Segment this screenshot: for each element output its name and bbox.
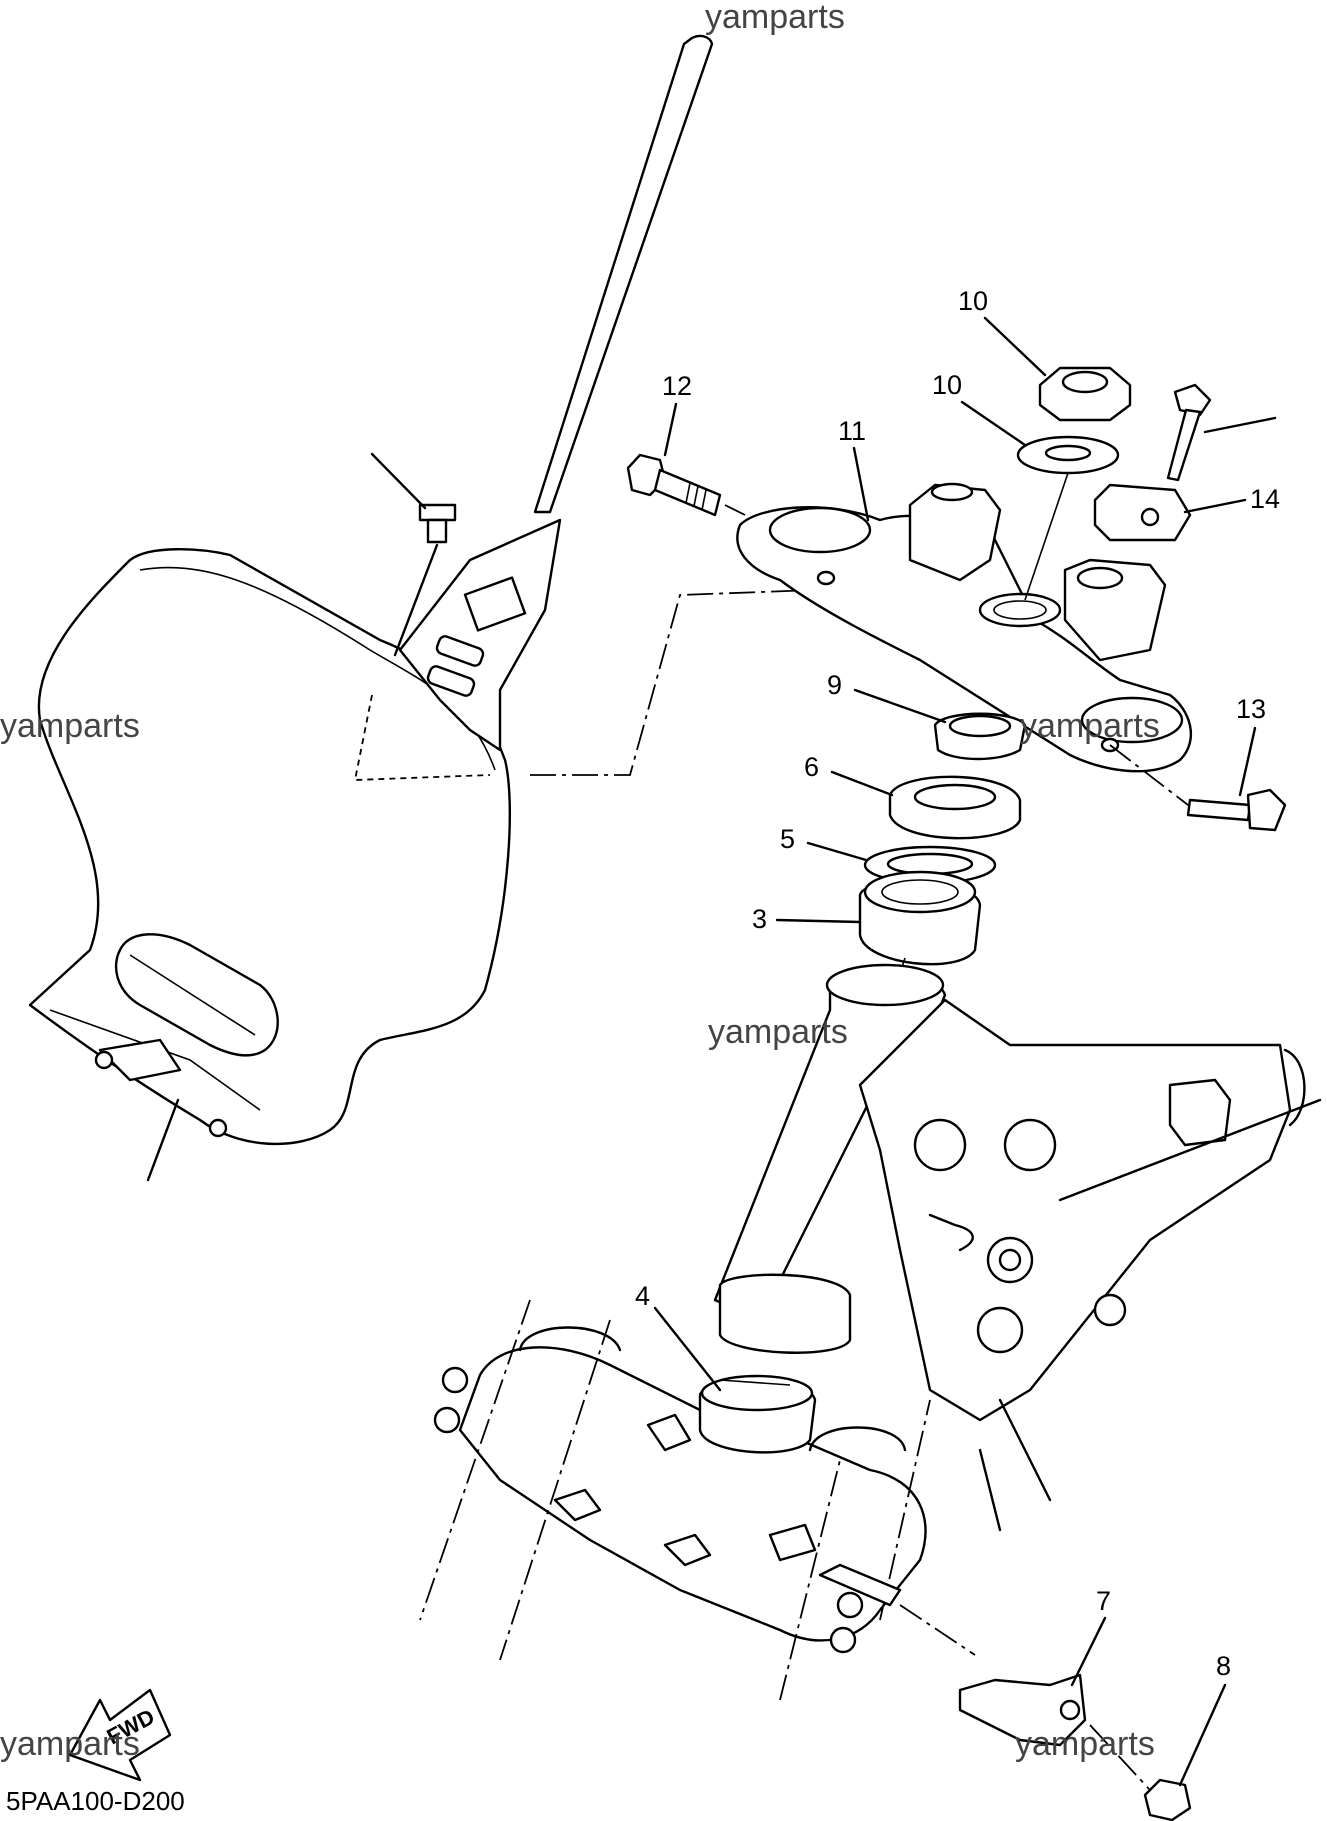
callout-7: 10 (958, 286, 988, 316)
callouts: 10 10 11 12 14 9 13 6 5 3 4 7 8 (146, 286, 1280, 1787)
callout-9: 11 (838, 416, 866, 446)
callout-5: 8 (1216, 1651, 1231, 1681)
number-plate-part-13 (28, 34, 714, 1146)
holder-part-11 (1093, 483, 1192, 542)
callout-4: 7 (1096, 1586, 1111, 1616)
callout-2: 5 (780, 824, 795, 854)
callout-1-lower: 4 (635, 1281, 650, 1311)
nut-part-7 (1038, 366, 1132, 422)
washer-part-3 (888, 775, 1022, 840)
callout-10-right: 13 (1236, 694, 1266, 724)
callout-8: 10 (932, 370, 962, 400)
ring-nut-part-6 (933, 712, 1027, 761)
bolt-part-10-right (1109, 744, 1287, 832)
bolt-part-12 (1166, 383, 1212, 482)
watermark-bottom-right: yamparts (1015, 1725, 1155, 1763)
steering-stem-lower-bracket (419, 1273, 931, 1701)
callout-3: 6 (804, 752, 819, 782)
watermark-top: yamparts (705, 0, 845, 36)
bolt-part-5 (1089, 1724, 1192, 1821)
watermark-left: yamparts (0, 707, 140, 745)
upper-bracket-part-9 (736, 482, 1193, 773)
watermarks: yamparts yamparts yamparts yamparts yamp… (0, 0, 1160, 1763)
washer-part-8 (1016, 435, 1120, 601)
screw-part-14 (393, 503, 457, 657)
callout-11: 14 (1250, 484, 1280, 514)
watermark-center: yamparts (708, 1013, 848, 1051)
diagram-code: 5PAA100-D200 (6, 1786, 185, 1816)
bearing-part-1-upper (858, 870, 982, 1011)
frame-head-pipe (713, 963, 1322, 1532)
callout-10-top: 12 (662, 371, 692, 401)
cable-guide-part-4 (818, 1563, 1087, 1747)
callout-6: 9 (827, 670, 842, 700)
callout-1-upper: 3 (752, 904, 767, 934)
bolt-part-10-left (626, 453, 746, 517)
watermark-right: yamparts (1020, 707, 1160, 745)
bearing-part-1-lower (698, 1374, 817, 1454)
watermark-bottom-left: yamparts (0, 1725, 140, 1763)
